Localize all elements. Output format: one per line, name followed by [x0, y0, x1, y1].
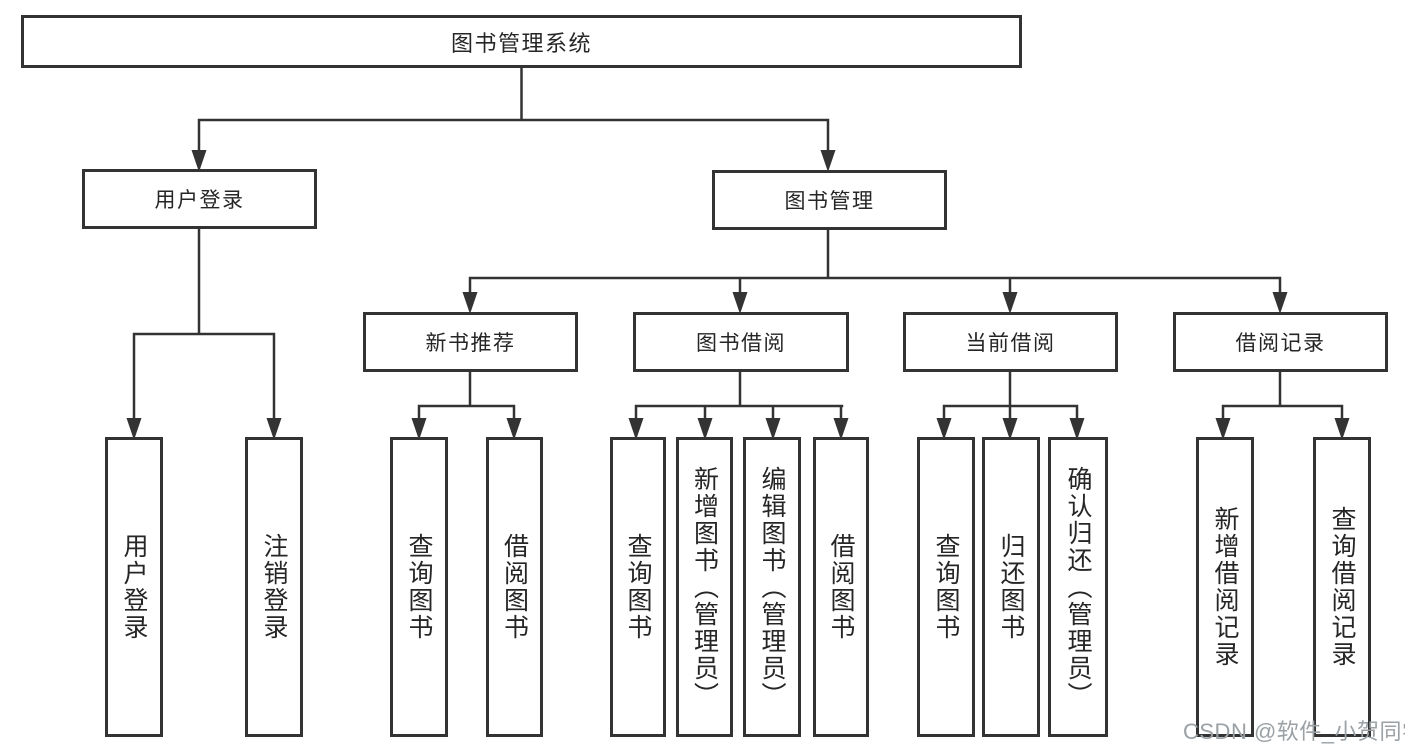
leaf-confirm-return-admin: 确认归还（管理员）	[1048, 437, 1108, 737]
leaf-return-books: 归还图书	[982, 437, 1040, 737]
leaf-query-books-recommend-label: 查询图书	[405, 533, 433, 641]
node-new-book-recommend-label: 新书推荐	[425, 332, 516, 355]
node-book-borrowing: 图书借阅	[633, 312, 849, 372]
leaf-user-login-label: 用户登录	[120, 533, 148, 641]
node-book-management-label: 图书管理	[784, 190, 875, 213]
leaf-borrow-books-label: 借阅图书	[827, 533, 855, 641]
leaf-add-borrow-record: 新增借阅记录	[1196, 437, 1254, 737]
leaf-return-books-label: 归还图书	[997, 533, 1025, 641]
leaf-query-borrow-record-label: 查询借阅记录	[1328, 506, 1356, 668]
leaf-add-books-admin: 新增图书（管理员）	[676, 437, 733, 737]
node-current-borrowing-label: 当前借阅	[965, 332, 1056, 355]
leaf-add-borrow-record-label: 新增借阅记录	[1211, 506, 1239, 668]
leaf-borrow-books-recommend-label: 借阅图书	[500, 533, 529, 641]
node-book-borrowing-label: 图书借阅	[696, 332, 786, 355]
leaf-query-books-current-label: 查询图书	[932, 533, 960, 641]
node-borrowing-records: 借阅记录	[1173, 312, 1388, 372]
leaf-query-books-borrowing-label: 查询图书	[624, 533, 652, 641]
leaf-user-login: 用户登录	[105, 437, 163, 737]
leaf-logout-label: 注销登录	[260, 533, 288, 641]
arrowheads	[126, 150, 1350, 440]
node-book-management-branch: 图书管理	[712, 170, 947, 230]
leaf-logout: 注销登录	[245, 437, 303, 737]
node-borrowing-records-label: 借阅记录	[1235, 332, 1326, 355]
leaf-borrow-books: 借阅图书	[813, 437, 869, 737]
node-root-label: 图书管理系统	[450, 30, 592, 56]
node-user-login-branch-label: 用户登录	[154, 189, 245, 212]
watermark-text: CSDN @软件_小贺同学	[1183, 719, 1405, 744]
leaf-edit-books-admin: 编辑图书（管理员）	[743, 437, 801, 737]
leaf-edit-books-admin-label: 编辑图书（管理员）	[758, 465, 786, 709]
leaf-add-books-admin-label: 新增图书（管理员）	[690, 465, 719, 709]
leaf-borrow-books-recommend: 借阅图书	[486, 437, 543, 737]
leaf-query-books-current: 查询图书	[917, 437, 975, 737]
leaf-query-borrow-record: 查询借阅记录	[1313, 437, 1371, 737]
leaf-query-books-borrowing: 查询图书	[610, 437, 666, 737]
node-new-book-recommend: 新书推荐	[363, 312, 578, 372]
node-current-borrowing: 当前借阅	[903, 312, 1118, 372]
node-user-login-branch: 用户登录	[82, 169, 317, 229]
leaf-query-books-recommend: 查询图书	[390, 437, 448, 737]
node-root-system: 图书管理系统	[21, 15, 1022, 68]
leaf-confirm-return-admin-label: 确认归还（管理员）	[1064, 465, 1092, 709]
